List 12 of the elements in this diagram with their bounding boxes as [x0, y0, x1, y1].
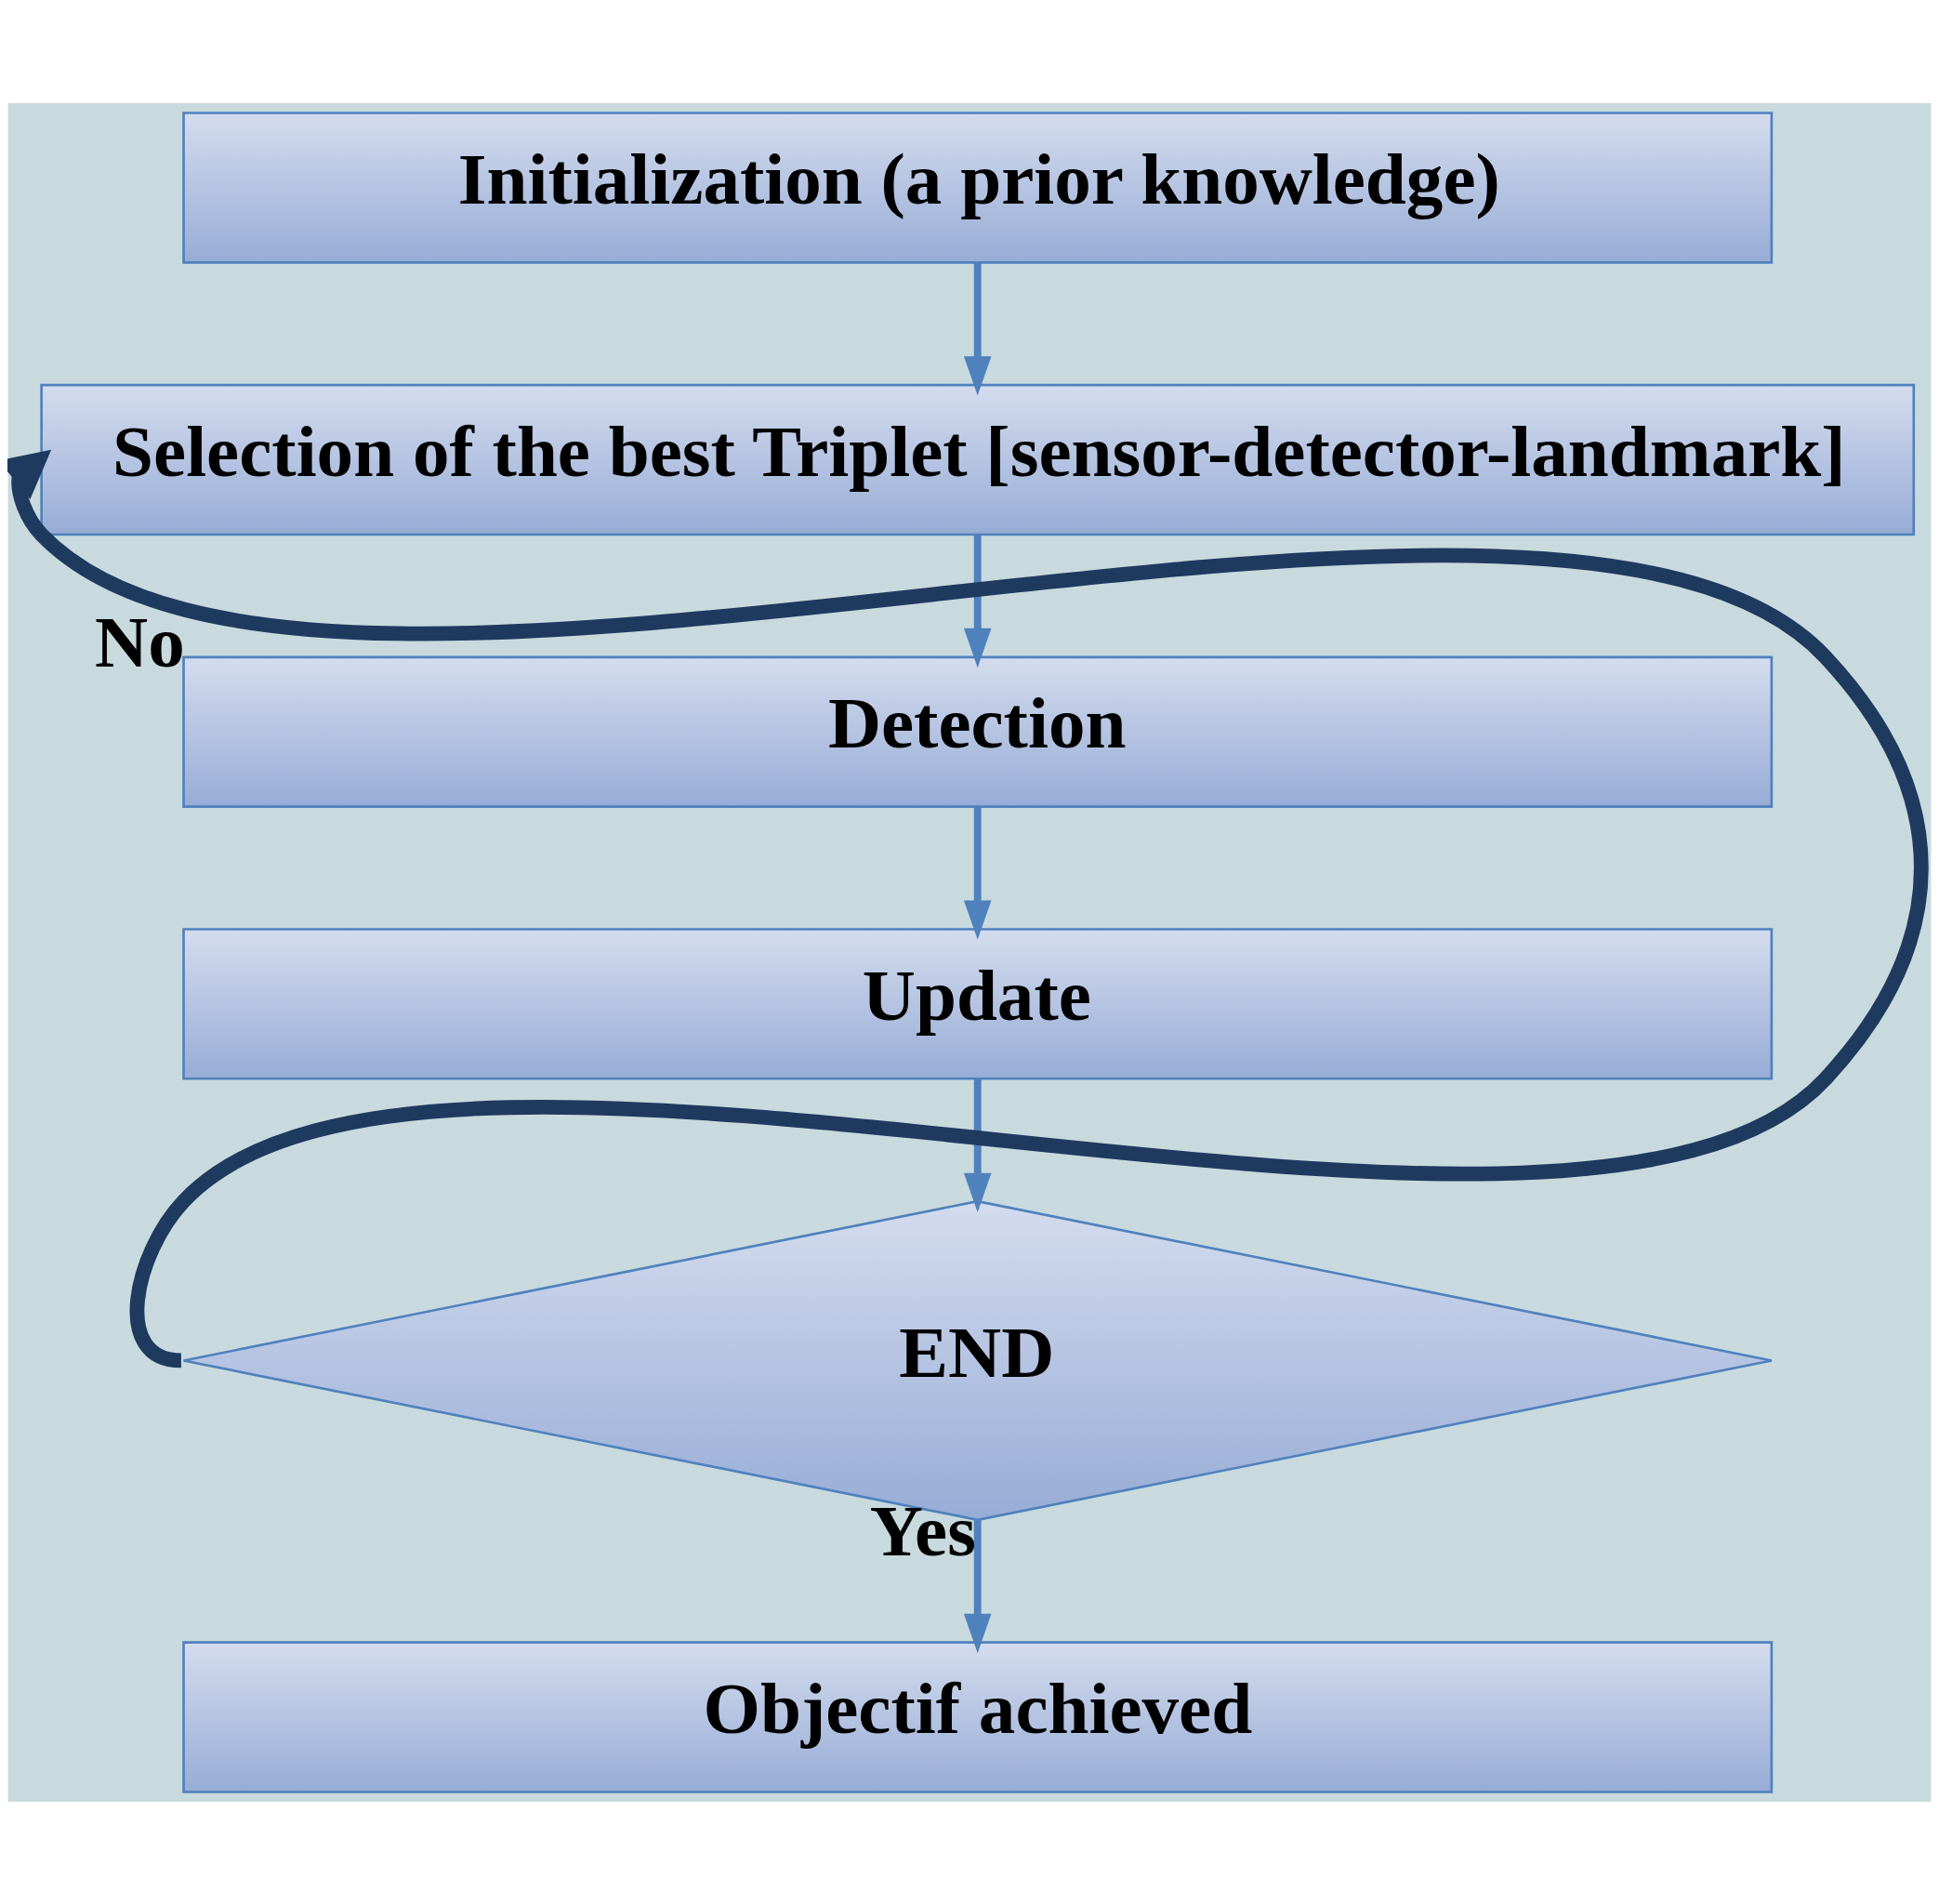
arrow — [963, 1519, 992, 1653]
node-box: Selection of the best Triplet [sensor-detector-landmark] — [40, 383, 1916, 536]
node-box: Detection — [182, 655, 1774, 808]
arrow — [963, 535, 992, 668]
arrow — [963, 1078, 992, 1212]
node-box: Initialization (a prior knowledge) — [182, 111, 1774, 264]
node-box: Update — [182, 927, 1774, 1080]
arrow — [963, 806, 992, 940]
arrow — [7, 449, 1928, 1367]
node-box: Objectif achieved — [182, 1640, 1774, 1793]
arrow — [963, 262, 992, 395]
edge-label: No — [95, 601, 185, 682]
